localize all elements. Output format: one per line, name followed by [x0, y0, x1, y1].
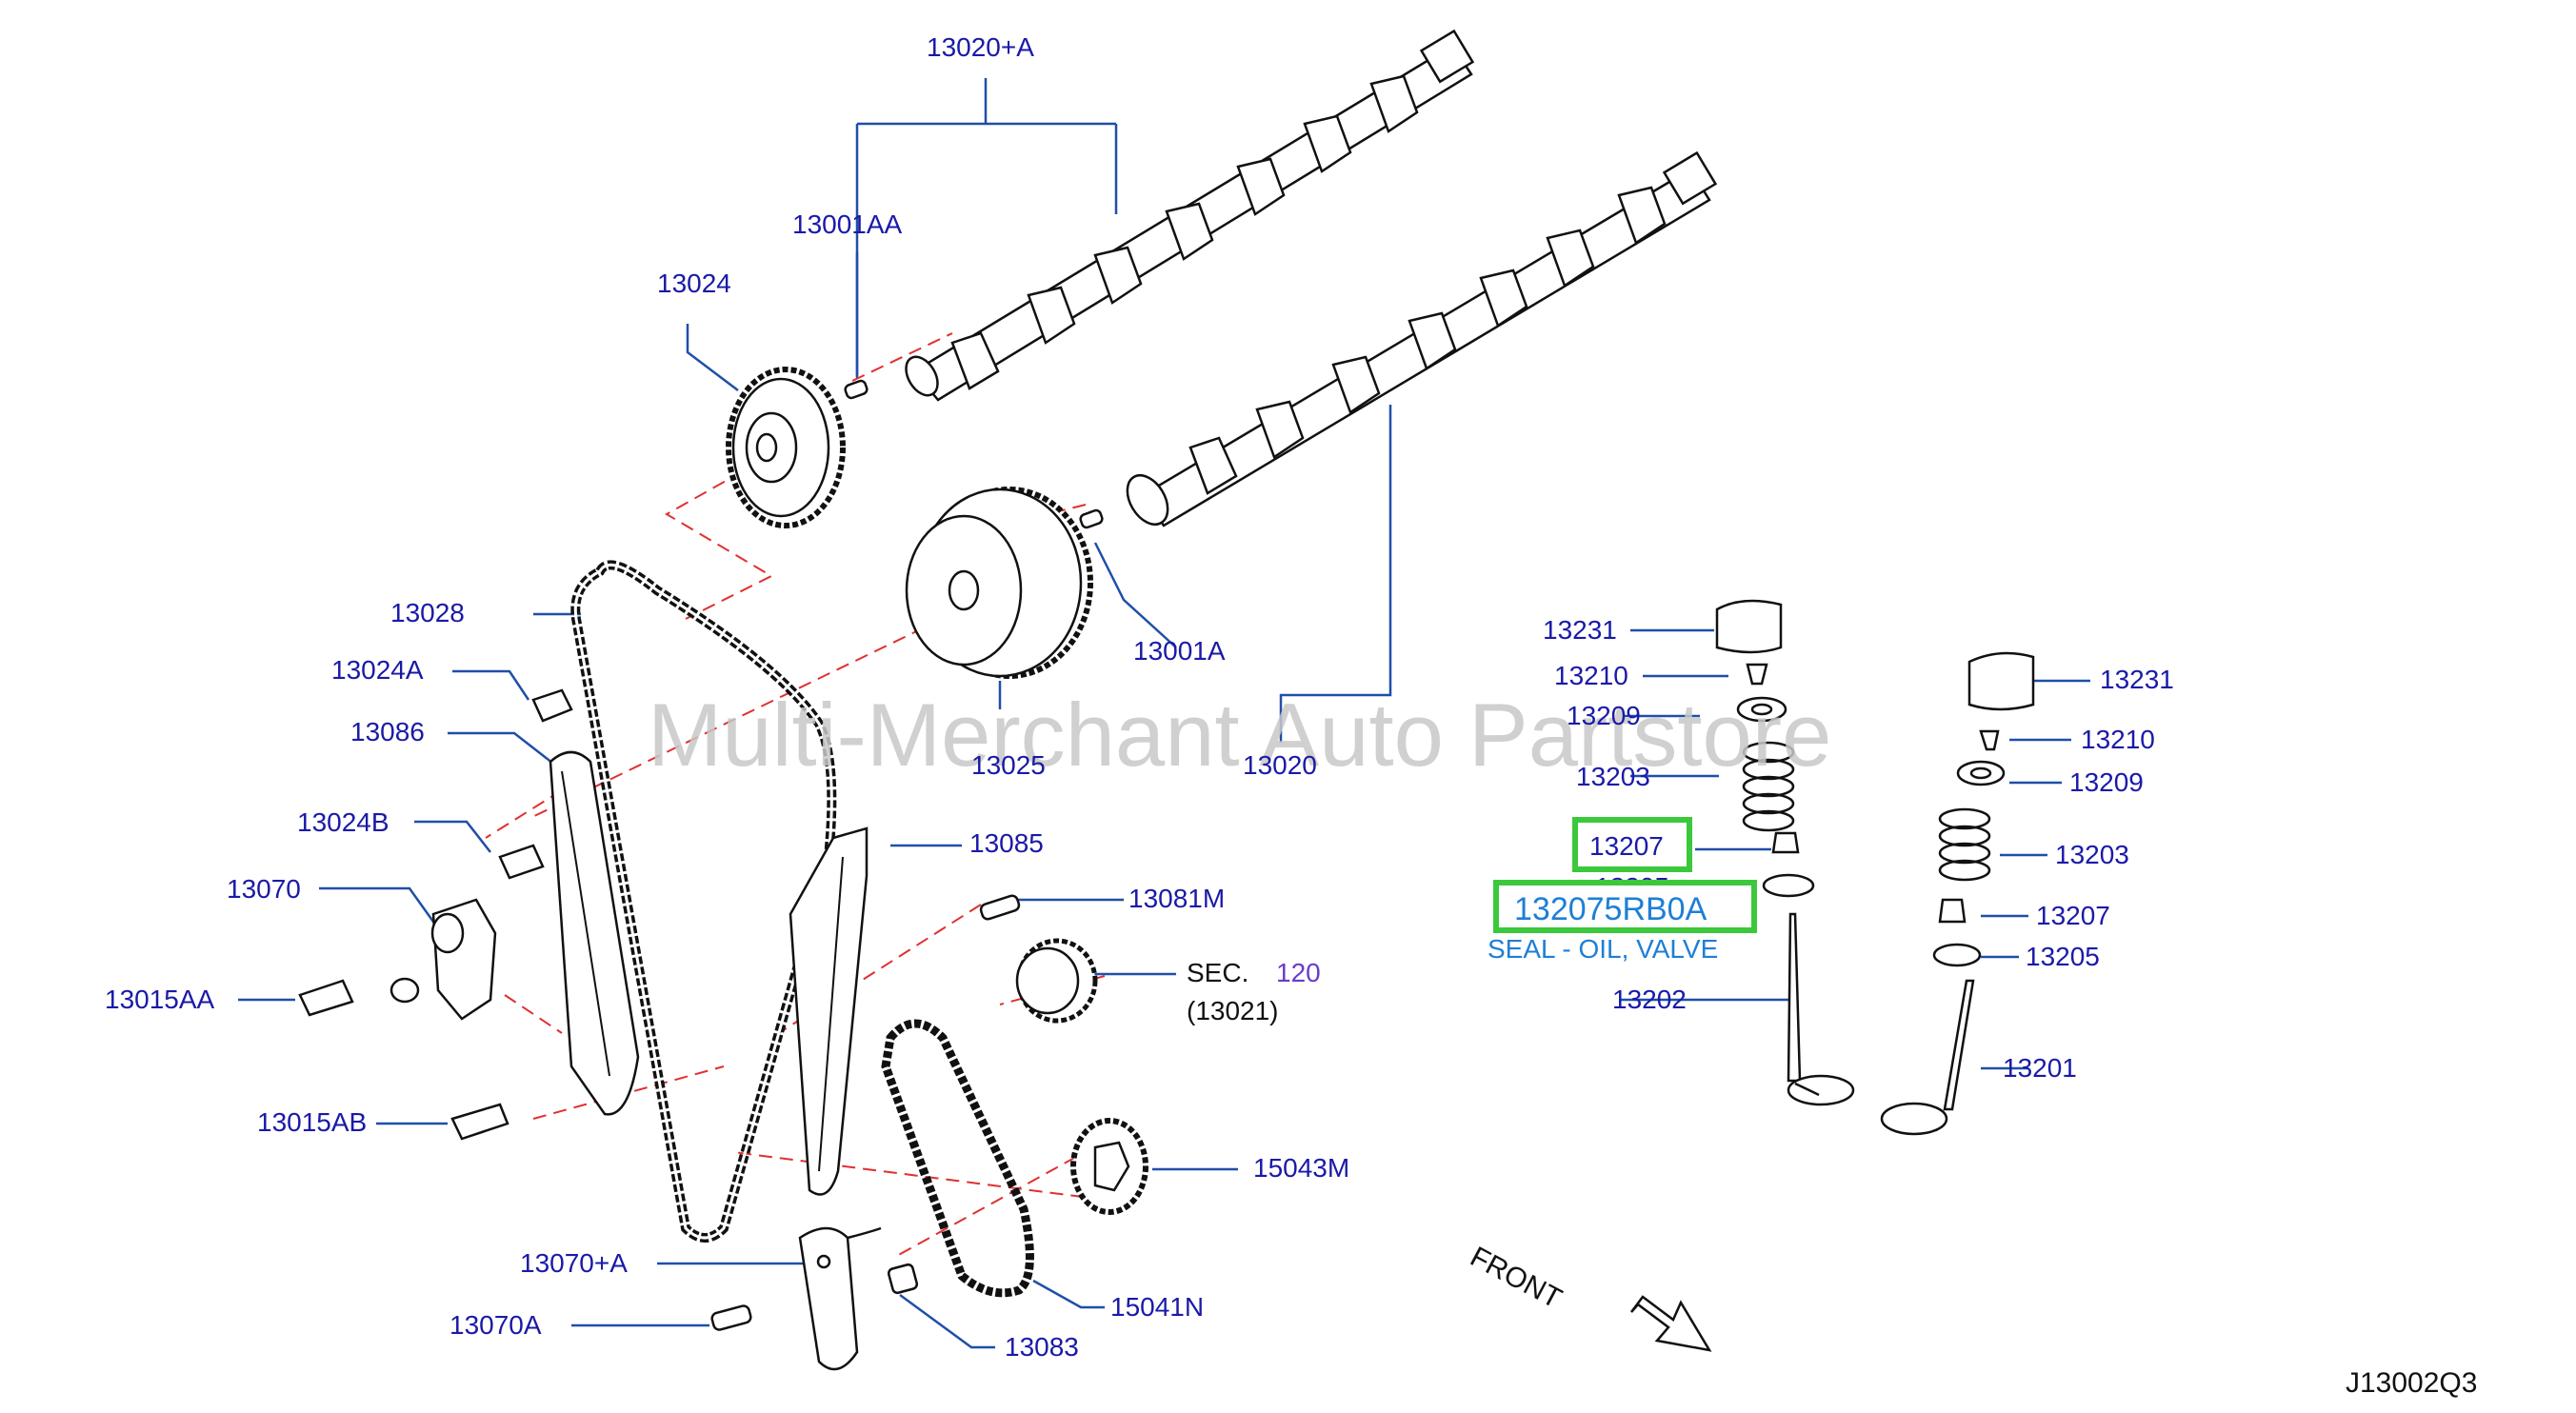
label-13024A[interactable]: 13024A — [331, 655, 424, 685]
selected-part-description: SEAL - OIL, VALVE — [1488, 934, 1719, 964]
leader-15041N — [1032, 1279, 1105, 1309]
label-13070A[interactable]: 13070A — [449, 1310, 542, 1340]
label-13207-right[interactable]: 13207 — [2036, 901, 2110, 930]
label-13231-left[interactable]: 13231 — [1543, 615, 1617, 645]
leader-13024A — [452, 669, 530, 701]
label-13201[interactable]: 13201 — [2003, 1053, 2077, 1083]
sprocket-15043M — [1070, 1118, 1148, 1215]
label-13024[interactable]: 13024 — [657, 269, 731, 298]
label-sec: SEC. — [1187, 958, 1249, 987]
chain-15041N — [881, 1019, 1034, 1298]
leader-13020A — [855, 78, 1118, 379]
highlight-13207-left[interactable]: 13207 — [1572, 817, 1692, 872]
leader-13086 — [448, 731, 558, 767]
label-13210-left[interactable]: 13210 — [1554, 661, 1628, 690]
label-13025[interactable]: 13025 — [971, 750, 1046, 780]
label-13231-right[interactable]: 13231 — [2100, 665, 2174, 694]
tensioner-arm — [798, 1226, 882, 1371]
label-13202[interactable]: 13202 — [1612, 985, 1687, 1014]
leader-13020 — [1279, 405, 1392, 743]
label-13209-left[interactable]: 13209 — [1567, 701, 1641, 730]
camshaft-13020 — [1126, 150, 1718, 527]
camshaft-13020A — [905, 29, 1475, 402]
leader-13083 — [899, 1293, 995, 1349]
label-13015AA[interactable]: 13015AA — [105, 985, 215, 1014]
guide-13085 — [789, 826, 869, 1196]
leader-13070 — [319, 886, 440, 929]
leader-13024 — [686, 324, 739, 391]
label-13207-left[interactable]: 13207 — [1589, 831, 1664, 861]
label-13203-left[interactable]: 13203 — [1576, 762, 1650, 791]
label-13205-right[interactable]: 13205 — [2026, 942, 2100, 971]
selected-part-number[interactable]: 132075RB0A — [1514, 891, 1707, 927]
label-13001A[interactable]: 13001A — [1133, 636, 1226, 666]
label-15041N[interactable]: 15041N — [1110, 1292, 1205, 1322]
crank-sprocket — [1015, 938, 1098, 1024]
label-13028[interactable]: 13028 — [390, 598, 465, 627]
label-13020A[interactable]: 13020+A — [927, 32, 1034, 62]
leader-13024B — [414, 820, 491, 853]
label-13203-right[interactable]: 13203 — [2055, 840, 2129, 869]
label-13085[interactable]: 13085 — [969, 828, 1044, 858]
label-13020[interactable]: 13020 — [1243, 750, 1317, 780]
watermark: Multi-Merchant Auto Partstore — [648, 685, 1832, 785]
guide-13086 — [549, 750, 640, 1116]
label-13081M[interactable]: 13081M — [1128, 884, 1226, 913]
sprocket-13024 — [726, 367, 846, 528]
label-13086[interactable]: 13086 — [350, 717, 425, 746]
valve-assembly-left — [1715, 599, 1855, 1106]
label-13210-right[interactable]: 13210 — [2081, 725, 2155, 754]
label-13209-right[interactable]: 13209 — [2069, 767, 2144, 797]
label-sec-ref: (13021) — [1187, 996, 1279, 1025]
front-arrow-icon — [1630, 1295, 1712, 1352]
label-13083[interactable]: 13083 — [1005, 1332, 1079, 1362]
label-15043M[interactable]: 15043M — [1253, 1153, 1350, 1183]
valve-assembly-right — [1880, 651, 2035, 1136]
label-13024B[interactable]: 13024B — [297, 807, 389, 837]
diagram-code: J13002Q3 — [2346, 1367, 2478, 1399]
label-13015AB[interactable]: 13015AB — [257, 1107, 368, 1137]
tensioner-13070 — [389, 898, 497, 1021]
sprocket-13025 — [905, 487, 1093, 679]
leader-13001A — [1093, 542, 1177, 648]
label-13001AA[interactable]: 13001AA — [792, 209, 903, 239]
highlight-selected-part[interactable]: 132075RB0A — [1493, 880, 1757, 933]
label-13070[interactable]: 13070 — [227, 874, 301, 904]
label-sec-number[interactable]: 120 — [1276, 958, 1321, 987]
label-13070A-plus[interactable]: 13070+A — [520, 1248, 628, 1278]
